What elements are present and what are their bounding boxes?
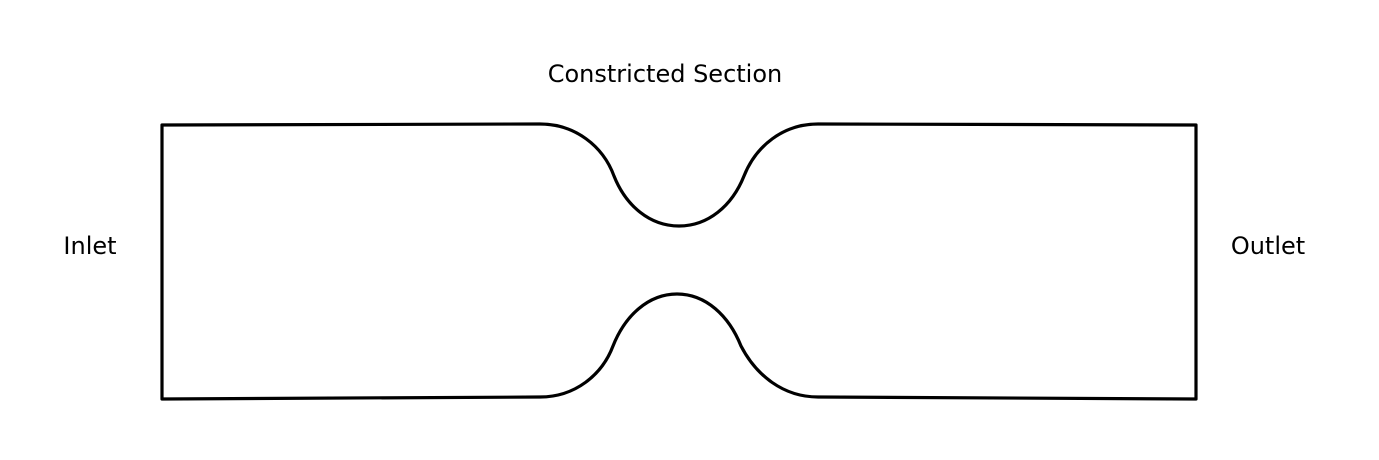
constricted-section-label: Constricted Section [548,60,783,88]
channel-outline [160,122,1198,401]
inlet-label: Inlet [63,232,116,260]
outlet-label: Outlet [1231,232,1305,260]
